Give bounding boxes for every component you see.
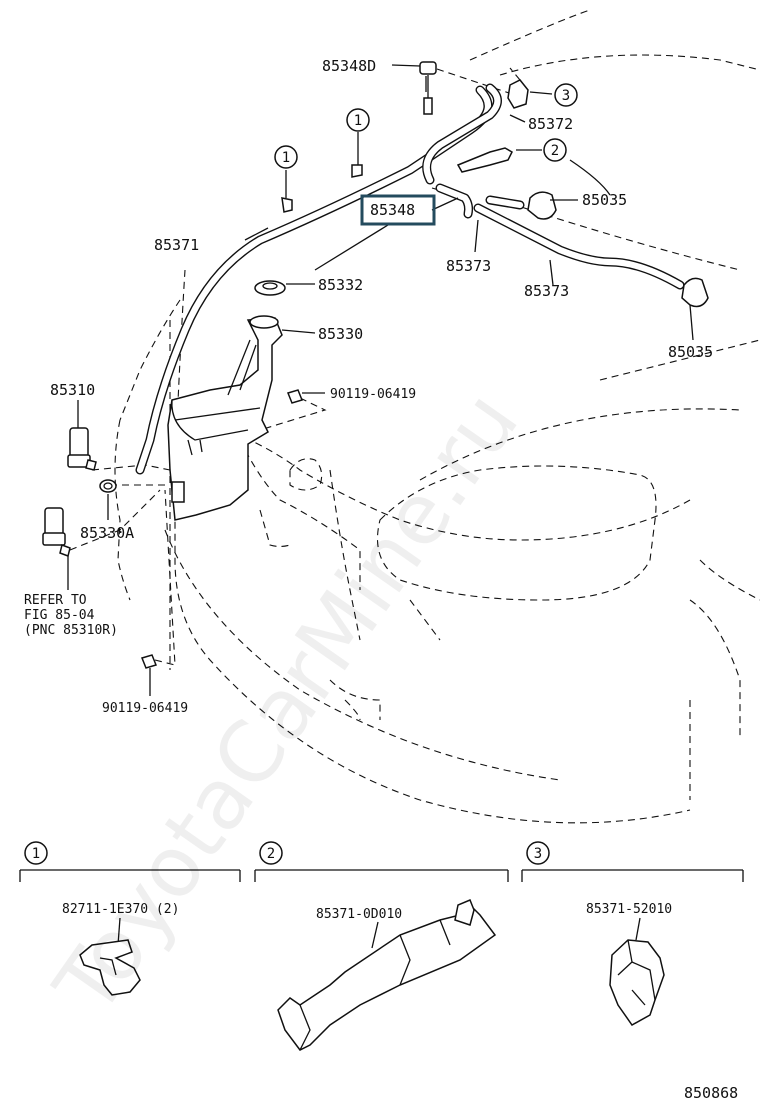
label-85372: 85372: [528, 115, 573, 133]
dashed-leaders: [69, 67, 521, 666]
leader-lines: [67, 64, 694, 696]
detail-panel-2: 2 85371-0D010: [254, 841, 509, 1051]
svg-text:85371-52010: 85371-52010: [586, 902, 672, 917]
label-85373-b: 85373: [524, 282, 569, 300]
joint-85348D: [419, 61, 437, 115]
pump-85310R: [42, 507, 71, 557]
bracket-85371-0D010: [277, 903, 497, 1051]
highlight-box-85348: [360, 194, 436, 226]
label-85330A: 85330A: [80, 524, 134, 542]
svg-text:3: 3: [534, 846, 542, 862]
detail-panel-1: 1 82711-1E370 (2): [19, 841, 241, 996]
nozzle-85035-top: [527, 191, 557, 220]
refer-note-line2: FIG 85-04: [24, 608, 95, 623]
refer-note-line3: (PNC 85310R): [24, 623, 118, 638]
clip-85371-52010: [609, 939, 665, 1026]
label-85330: 85330: [318, 325, 363, 343]
label-85035-right: 85035: [668, 343, 713, 361]
pump-85310: [67, 427, 97, 471]
clip-82711: [79, 939, 141, 996]
callout-1-right: 1: [346, 108, 370, 132]
callout-1-left: 1: [274, 145, 298, 169]
figure-number: 850868: [684, 1084, 738, 1102]
label-85035-top: 85035: [582, 191, 627, 209]
nozzle-85035-right: [681, 277, 709, 308]
label-85371: 85371: [154, 236, 199, 254]
washer-hoses: [135, 83, 685, 475]
label-bolt-upper: 90119-06419: [330, 387, 416, 402]
svg-text:2: 2: [267, 846, 275, 862]
bolt-upper: [286, 389, 304, 404]
callout-3: 3: [554, 83, 578, 107]
cap-85332: [254, 280, 286, 296]
hose-clips-1: [281, 164, 363, 213]
clip-callout-3-part: [507, 79, 529, 109]
car-body-outline: [114, 9, 760, 824]
label-85373-a: 85373: [446, 257, 491, 275]
label-bolt-lower: 90119-06419: [102, 701, 188, 716]
bolt-lower: [140, 654, 158, 669]
svg-text:2: 2: [551, 143, 559, 159]
washer-tank-85330: [167, 315, 283, 521]
detail-panel-3: 3 85371-52010: [521, 841, 744, 1026]
clip-callout-2-part: [456, 147, 513, 173]
svg-text:3: 3: [562, 88, 570, 104]
refer-note-line1: REFER TO: [24, 593, 87, 608]
label-85348D: 85348D: [322, 57, 376, 75]
label-85310: 85310: [50, 381, 95, 399]
grommet-85330A: [99, 479, 117, 493]
label-85348[interactable]: 85348: [370, 201, 415, 219]
svg-text:1: 1: [282, 150, 290, 166]
label-85332: 85332: [318, 276, 363, 294]
svg-text:82711-1E370 (2): 82711-1E370 (2): [62, 902, 179, 917]
svg-text:1: 1: [32, 846, 40, 862]
callout-2: 2: [543, 138, 567, 162]
svg-text:85371-0D010: 85371-0D010: [316, 907, 402, 922]
svg-text:1: 1: [354, 113, 362, 129]
